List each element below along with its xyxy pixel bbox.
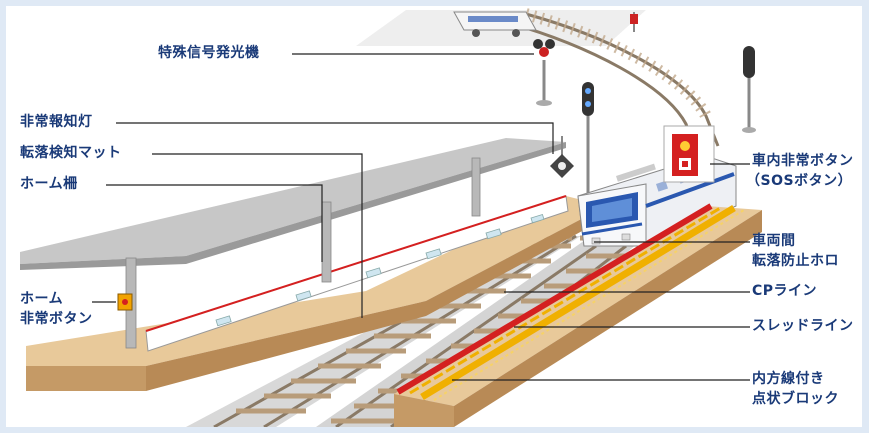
- label-platform-button-line1: ホーム: [20, 291, 64, 307]
- label-gap-guard-line1: 車両間: [752, 233, 796, 249]
- label-tactile-line2: 点状ブロック: [752, 391, 839, 407]
- label-emergency-lamp: 非常報知灯: [20, 114, 93, 130]
- emergency-lamp-icon: [550, 136, 574, 178]
- railway-platform-illustration: [20, 8, 762, 427]
- right-platform: [394, 203, 762, 427]
- small-signal-icon: [630, 12, 638, 32]
- platform-emergency-button-icon: [122, 299, 128, 305]
- leader-lines: [92, 53, 750, 381]
- label-platform-fence: ホーム柵: [20, 176, 78, 192]
- special-signal-icon: [533, 39, 555, 106]
- curved-track: [505, 8, 720, 155]
- label-platform-button-line2: 非常ボタン: [20, 311, 93, 327]
- sos-button-panel-icon: [663, 125, 715, 183]
- label-fall-detection-mat: 転落検知マット: [20, 145, 122, 161]
- cp-line-mark: [396, 203, 713, 395]
- far-vehicle-icon: [453, 11, 537, 37]
- label-sos-button-line1: 車内非常ボタン: [752, 153, 854, 169]
- label-sled-line: スレッドライン: [752, 318, 854, 334]
- left-platform: [20, 138, 606, 391]
- label-special-signal: 特殊信号発光機: [158, 45, 260, 61]
- tactile-block-mark: [420, 205, 736, 400]
- label-tactile-line1: 内方線付き: [752, 371, 825, 387]
- signal-light-icon: [582, 82, 594, 206]
- label-gap-guard-line2: 転落防止ホロ: [752, 253, 839, 269]
- label-cp-line: CPライン: [752, 283, 818, 299]
- diagram-panel: 特殊信号発光機 非常報知灯 転落検知マット ホーム柵 ホーム 非常ボタン 車内非…: [6, 6, 862, 427]
- sled-line-mark: [409, 205, 723, 395]
- signal-light-far-icon: [742, 46, 756, 133]
- label-sos-button-line2: （SOSボタン）: [746, 173, 853, 189]
